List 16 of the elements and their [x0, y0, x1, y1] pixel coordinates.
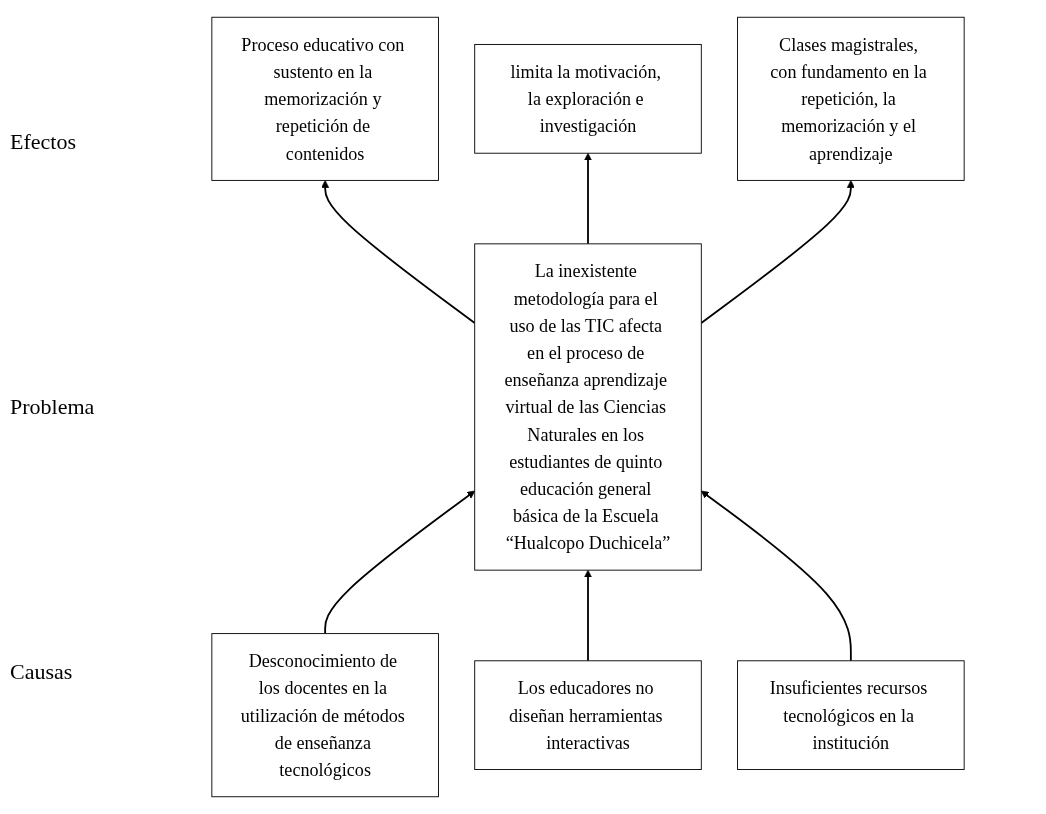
- arrow: [700, 180, 855, 324]
- arrow: [321, 180, 476, 324]
- node-box: Los educadores no diseñan herramientas interactivas: [474, 660, 702, 770]
- node-box: Desconocimiento de los docentes en la utilización de métodos de enseñanza tecnológicos: [211, 633, 439, 798]
- arrow: [584, 152, 592, 245]
- node-box: Proceso educativo con sustento en la memorización y repetición de contenidos: [211, 16, 439, 181]
- node-box: limita la motivación, la exploración e investigación: [474, 44, 702, 154]
- node-box: Clases magistrales, con fundamento en la repetición, la memorización y el aprendizaje: [737, 16, 965, 181]
- node-box: La inexistente metodología para el uso de las TIC afecta en el proceso de enseñanza aprendizaje virtual de las Ciencias Naturales en los estudiantes de quinto educación general básica de la Escuela “Hualcopo Duchicela”: [474, 243, 702, 571]
- row-label: Causas: [10, 658, 74, 685]
- node-box: Insuficientes recursos tecnológicos en la institución: [737, 660, 965, 770]
- arrow: [584, 569, 592, 662]
- arrow: [700, 490, 852, 662]
- row-label: Problema: [10, 394, 96, 420]
- arrow: [324, 490, 476, 635]
- row-label: Efectos: [10, 129, 77, 156]
